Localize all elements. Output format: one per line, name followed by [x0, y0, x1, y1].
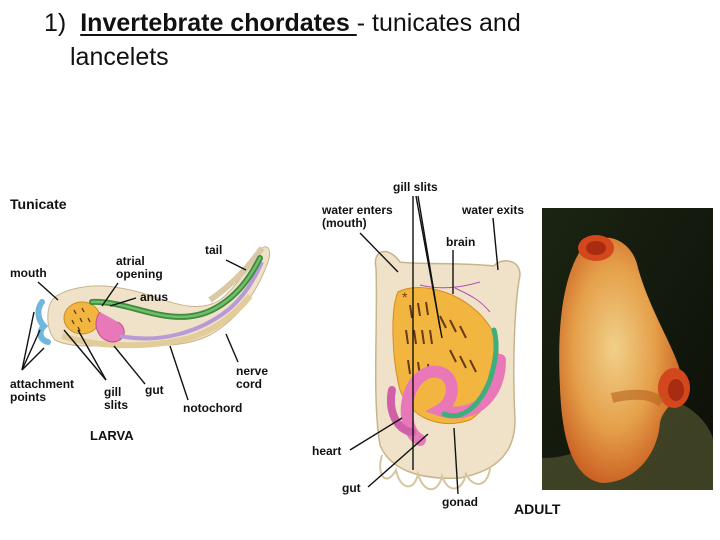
slide-title: 1) Invertebrate chordates - tunicates and… [44, 6, 684, 74]
adult-caption: ADULT [514, 501, 561, 517]
title-rest: - tunicates and [356, 9, 521, 37]
tunicate-heading: Tunicate [10, 196, 67, 212]
larva-caption: LARVA [90, 428, 134, 443]
label-atrial-opening-1: atrial [116, 254, 145, 268]
label-gill-2: slits [104, 398, 129, 412]
title-number: 1) [44, 9, 67, 37]
label-water-enters-1: water enters [322, 203, 393, 217]
label-gill-1: gill [104, 385, 122, 399]
label-gut-larva: gut [145, 383, 164, 397]
title-keyword: Invertebrate chordates [80, 9, 357, 37]
label-notochord: notochord [183, 401, 243, 415]
label-mouth: mouth [10, 266, 47, 280]
label-gonad: gonad [442, 495, 478, 509]
label-nerve-2: cord [236, 377, 263, 391]
svg-text:*: * [402, 289, 408, 305]
label-heart: heart [312, 444, 342, 458]
adult-illustration: * [374, 250, 521, 491]
label-nerve-1: nerve [236, 364, 269, 378]
larva-illustration [35, 246, 271, 349]
tunicate-photo-art [542, 208, 713, 490]
label-tail: tail [205, 243, 223, 257]
label-attachment-1: attachment [10, 377, 75, 391]
adult-tunicate-photo [542, 208, 713, 490]
label-water-enters-2: (mouth) [322, 216, 367, 230]
label-attachment-2: points [10, 390, 46, 404]
label-brain: brain [446, 235, 476, 249]
label-water-exits: water exits [462, 203, 525, 217]
title-line2: lancelets [70, 43, 169, 71]
label-gut-adult: gut [342, 481, 361, 495]
label-atrial-opening-2: opening [116, 267, 163, 281]
label-anus: anus [140, 290, 169, 304]
label-gill-slits-adult: gill slits [393, 180, 438, 194]
